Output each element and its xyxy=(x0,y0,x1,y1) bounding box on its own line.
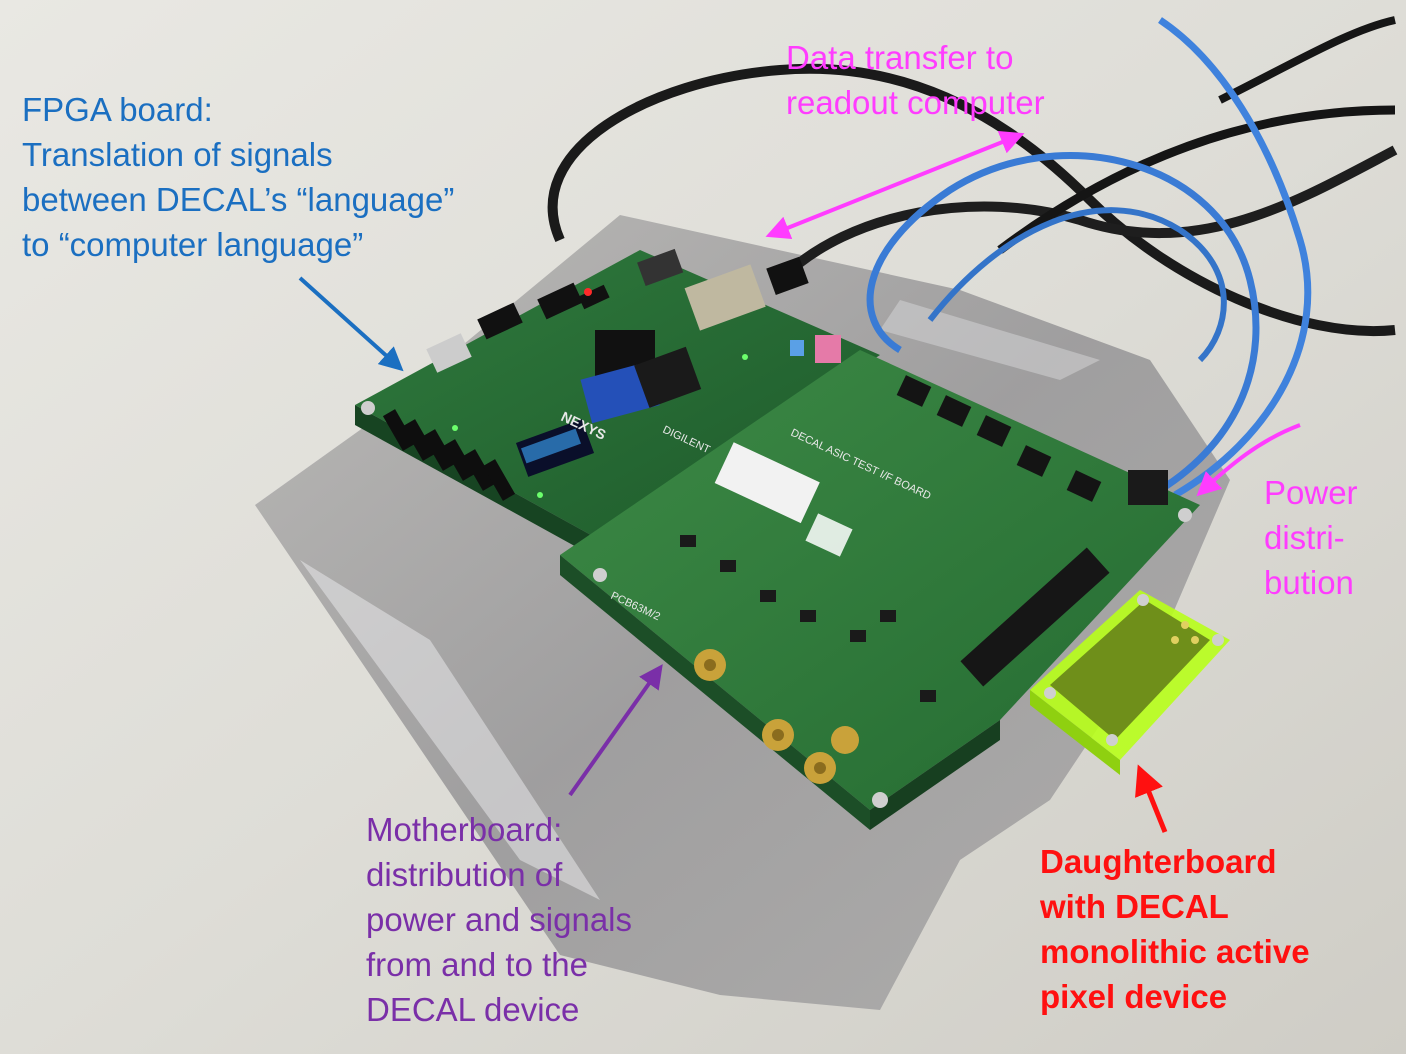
black-cable-3 xyxy=(997,105,1396,254)
status-led-green-3 xyxy=(742,354,748,360)
bag-reflection-2 xyxy=(880,300,1100,380)
regulator-chips xyxy=(896,375,1102,502)
mounting-screw-3 xyxy=(1178,508,1192,522)
daughterboard-annotation: Daughterboard with DECAL monolithic acti… xyxy=(1040,839,1310,1019)
power-line-2: distri- xyxy=(1264,519,1345,556)
power-terminal xyxy=(1128,470,1168,505)
motherboard-line-5: DECAL device xyxy=(366,991,580,1028)
motherboard-line-1: Motherboard: xyxy=(366,811,563,848)
fpga-annotation-line-2: Translation of signals xyxy=(22,136,333,173)
blue-cable-3 xyxy=(927,207,1227,363)
power-line-3: bution xyxy=(1264,564,1354,601)
blue-cable-2 xyxy=(1158,17,1312,499)
data-transfer-line-2: readout computer xyxy=(786,84,1045,121)
fpga-arrow xyxy=(298,276,404,372)
status-led-green-1 xyxy=(452,425,458,431)
fpga-annotation-line-3: between DECAL’s “language” xyxy=(22,181,455,218)
data-transfer-annotation: Data transfer to readout computer xyxy=(786,35,1045,125)
motherboard: DECAL ASIC TEST I/F BOARD PCB63M/2 xyxy=(361,350,1200,830)
daughterboard-arrow xyxy=(1135,764,1168,833)
fpga-annotation: FPGA board: Translation of signals betwe… xyxy=(22,87,454,267)
fpga-board: DIGILENT NEXYS xyxy=(355,248,991,560)
motherboard-line-4: from and to the xyxy=(366,946,588,983)
fpga-annotation-line-1: FPGA board: xyxy=(22,91,213,128)
data-transfer-arrow xyxy=(765,130,1025,240)
mounting-screw-4 xyxy=(361,401,375,415)
edge-connector xyxy=(960,547,1110,687)
black-cable-1 xyxy=(547,63,1396,337)
mounting-screw-1 xyxy=(593,568,607,582)
blue-cable-1 xyxy=(866,152,1260,493)
daughterboard-line-1: Daughterboard xyxy=(1040,843,1277,880)
power-annotation: Power distri- bution xyxy=(1264,470,1358,605)
data-transfer-line-1: Data transfer to xyxy=(786,39,1014,76)
power-line-1: Power xyxy=(1264,474,1358,511)
daughterboard-line-4: pixel device xyxy=(1040,978,1228,1015)
daughterboard-line-2: with DECAL xyxy=(1040,888,1229,925)
small-ic-chips xyxy=(680,535,936,702)
bag-reflection xyxy=(300,560,600,900)
motherboard-arrow xyxy=(568,664,663,797)
status-led-red xyxy=(584,288,592,296)
daughterboard-line-3: monolithic active xyxy=(1040,933,1310,970)
black-cable-4 xyxy=(1218,16,1396,104)
power-arrow xyxy=(1196,423,1301,497)
mounting-screw-2 xyxy=(872,792,888,808)
motherboard-line-3: power and signals xyxy=(366,901,632,938)
status-led-green-2 xyxy=(537,492,543,498)
sma-connectors xyxy=(694,649,859,784)
fpga-switch-row xyxy=(382,409,516,501)
motherboard-line-2: distribution of xyxy=(366,856,563,893)
daughterboard xyxy=(1030,590,1230,775)
motherboard-annotation: Motherboard: distribution of power and s… xyxy=(366,807,632,1032)
fpga-annotation-line-4: to “computer language” xyxy=(22,226,364,263)
